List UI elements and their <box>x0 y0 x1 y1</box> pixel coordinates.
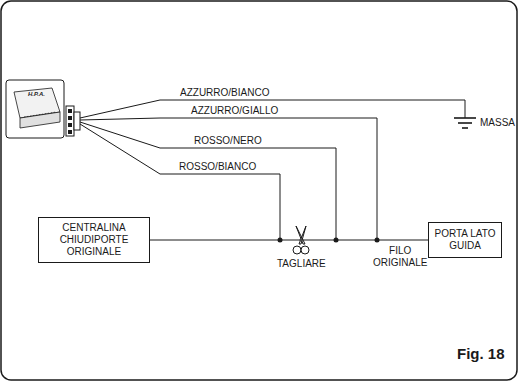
brand-mark: H.P.A. <box>28 91 45 98</box>
wire-note: FILO ORIGINALE <box>373 245 427 269</box>
wire-color: AZZURRO/BIANCO <box>180 87 269 99</box>
wire-color: ROSSO/NERO <box>194 135 262 147</box>
figure-caption: Fig. 18 <box>457 345 505 362</box>
box-label: CENTRALINA CHIUDIPORTE ORIGINALE <box>43 222 145 258</box>
original-wire <box>150 240 428 241</box>
ground-symbol <box>454 118 476 128</box>
cut-note: TAGLIARE <box>277 258 326 270</box>
wire-color: AZZURRO/GIALLO <box>191 105 278 117</box>
module-icon <box>6 80 80 138</box>
ground-label: MASSA <box>480 117 515 129</box>
component-box: PORTA LATO GUIDA <box>428 222 502 258</box>
component-box: CENTRALINA CHIUDIPORTE ORIGINALE <box>38 217 150 263</box>
box-label: PORTA LATO GUIDA <box>433 228 497 252</box>
wire-color: ROSSO/BIANCO <box>179 161 256 173</box>
